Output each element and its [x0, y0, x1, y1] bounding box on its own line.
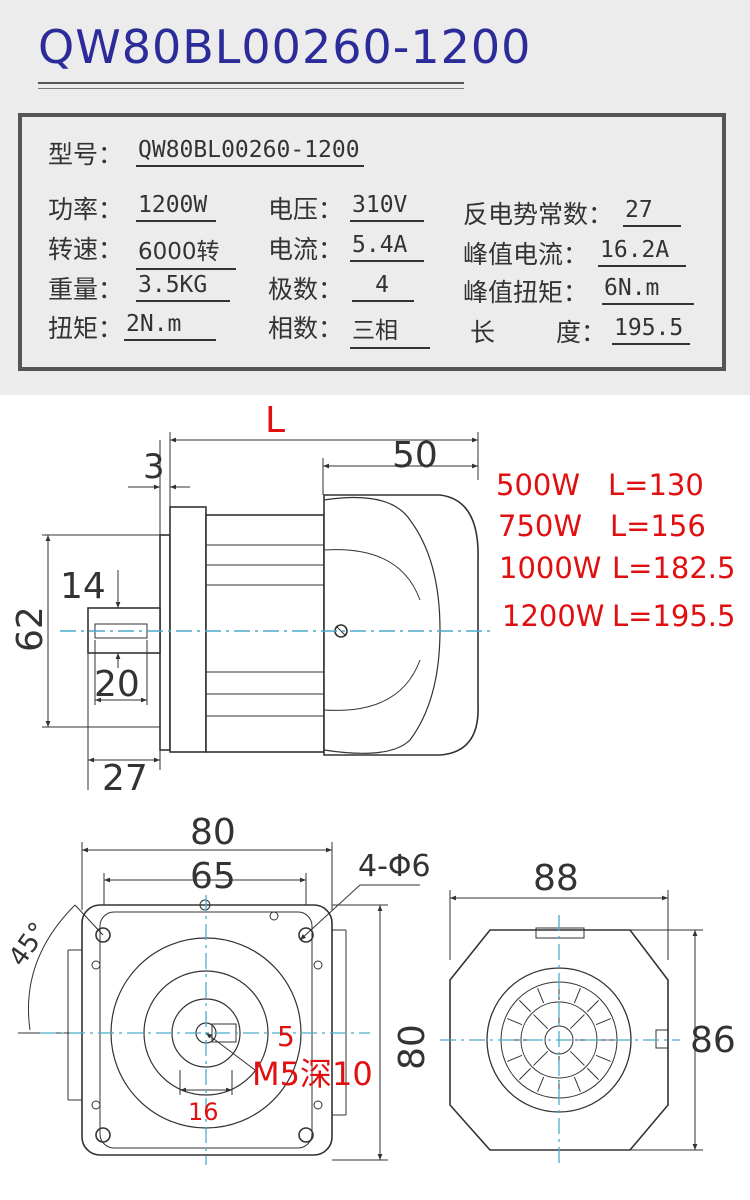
length-row-value: L=195.5 [612, 599, 735, 633]
weight-label: 重量： [48, 275, 124, 304]
backemf-label: 反电势常数： [463, 200, 614, 229]
vent-slot [586, 1067, 599, 1080]
dim-80-side: 80 [392, 1024, 433, 1070]
vent-slot [533, 1014, 549, 1030]
dim-5: 5 [277, 1020, 295, 1053]
length-row-power: 750W [498, 509, 582, 543]
dim-14: 14 [60, 566, 106, 607]
vent-slot [519, 1067, 532, 1080]
vent-slot [569, 1014, 585, 1030]
dim-62: 62 [10, 606, 51, 652]
dim-3: 3 [143, 447, 165, 487]
power-value: 1200W [136, 192, 216, 222]
backemf-value: 27 [623, 197, 681, 227]
weight-value: 3.5KG [136, 272, 230, 302]
vent-slot [507, 1054, 523, 1062]
dim-65: 65 [190, 856, 236, 897]
length-row-power: 1200W [502, 599, 604, 633]
angle-label: 45° [3, 917, 54, 972]
peak-torque-value: 6N.m [602, 275, 694, 305]
length-row-power: 500W [496, 468, 580, 502]
peak-current-value: 16.2A [598, 237, 686, 267]
peak-torque-label: 峰值扭矩： [463, 278, 589, 307]
holes-label: 4-Φ6 [358, 849, 431, 884]
spec-header: QW80BL00260-1200 型号： QW80BL00260-1200 功率… [0, 0, 750, 395]
length-row-value: L=182.5 [612, 551, 735, 585]
dim-20: 20 [94, 664, 140, 705]
vent-slot [519, 1000, 532, 1013]
dim-27: 27 [102, 758, 148, 799]
dim-80-top: 80 [190, 812, 236, 853]
title-underline-thin [38, 88, 464, 89]
dim-88: 88 [533, 858, 579, 899]
vent-slot [595, 1018, 611, 1026]
vent-slot [569, 1050, 585, 1066]
torque-value: 2N.m [124, 311, 216, 341]
voltage-label: 电压： [268, 195, 344, 224]
phases-value: 三相 [350, 311, 430, 349]
model-label: 型号： [48, 140, 124, 169]
vent-slot [573, 1076, 581, 1092]
length-value: 195.5 [612, 315, 690, 345]
vent-slot [507, 1018, 523, 1026]
length-row-value: L=156 [610, 509, 706, 543]
page-title: QW80BL00260-1200 [38, 20, 532, 74]
title-underline [38, 82, 464, 84]
model-value: QW80BL00260-1200 [136, 137, 364, 167]
poles-value: 4 [352, 272, 414, 302]
speed-value: 6000转 [136, 232, 236, 270]
current-value: 5.4A [350, 232, 424, 262]
spec-table [18, 113, 726, 371]
vent-slot [586, 1000, 599, 1013]
thread-label: M5深10 [252, 1055, 373, 1093]
vent-slot [533, 1050, 549, 1066]
current-label: 电流： [268, 235, 344, 264]
dim-L: L [265, 400, 285, 441]
length-row-power: 1000W [499, 551, 601, 585]
peak-current-label: 峰值电流： [463, 240, 589, 269]
length-row-value: L=130 [608, 468, 704, 502]
motor-drawing: L 3 50 14 62 20 27 500W L=130 750W L=156… [3, 400, 736, 1165]
length-table: 500W L=130 750W L=156 1000W L=182.5 1200… [496, 468, 735, 633]
phases-label: 相数： [268, 314, 344, 343]
torque-label: 扭矩： [48, 314, 124, 343]
vent-slot [537, 1076, 545, 1092]
poles-label: 极数： [268, 275, 344, 304]
length-label-a: 长 [470, 318, 496, 347]
vent-slot [595, 1054, 611, 1062]
voltage-value: 310V [350, 192, 424, 222]
vent-slot [537, 988, 545, 1004]
rear-view [449, 890, 703, 1151]
speed-label: 转速： [48, 235, 124, 264]
length-label-b: 度： [556, 318, 607, 347]
dim-16: 16 [188, 1098, 219, 1126]
power-label: 功率： [48, 195, 124, 224]
dim-50: 50 [392, 435, 438, 476]
dim-86: 86 [690, 1020, 736, 1061]
side-view [42, 432, 479, 790]
vent-slot [573, 988, 581, 1004]
